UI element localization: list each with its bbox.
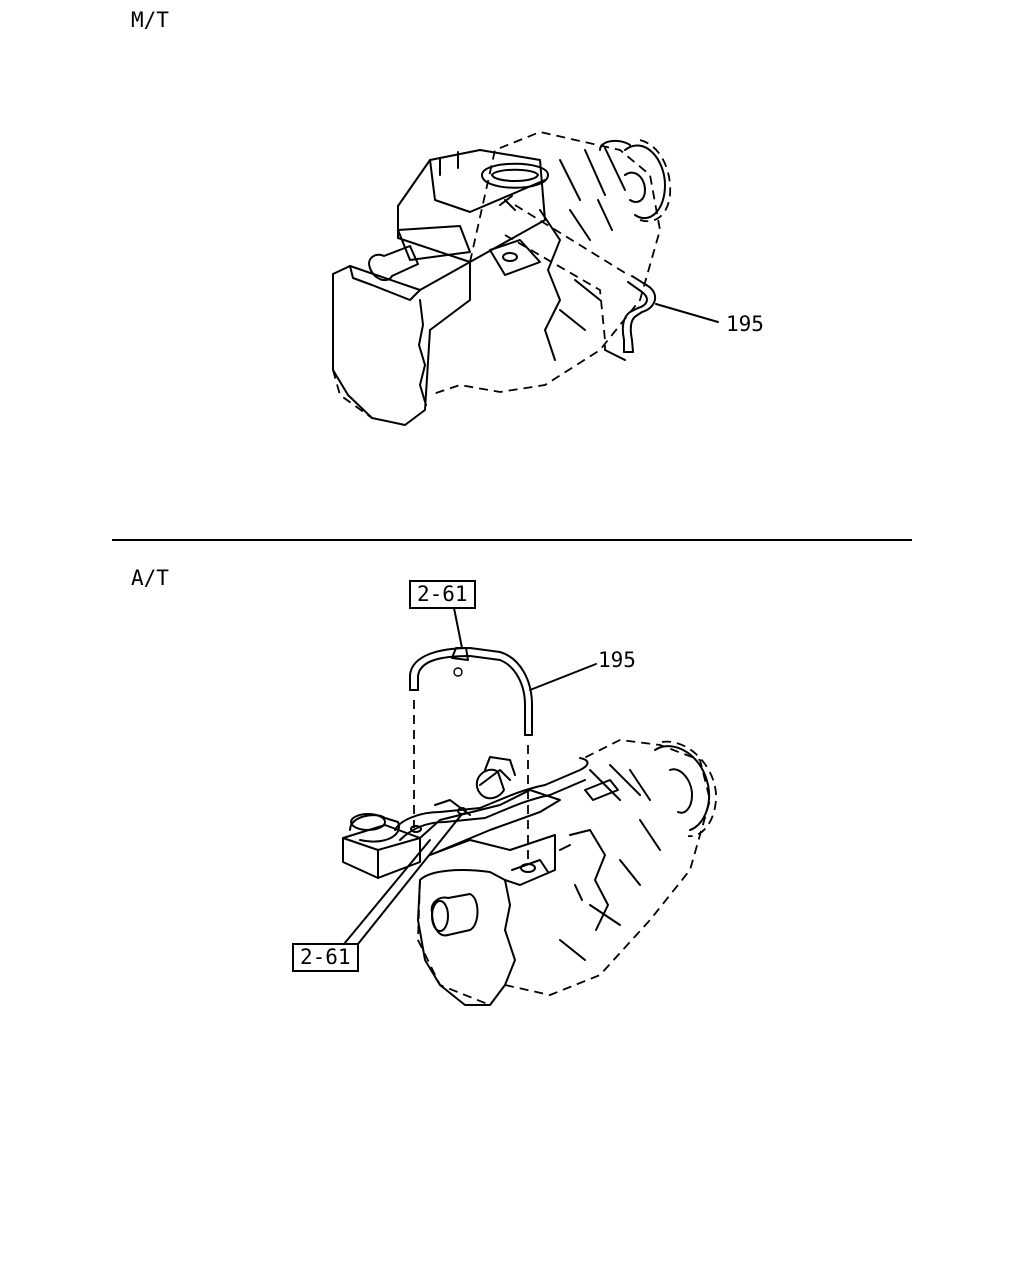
section-title-at: A/T	[131, 566, 169, 590]
mt-hose-195	[504, 204, 719, 361]
at-hose-195	[343, 607, 597, 945]
callout-at-2-61-top: 2-61	[409, 580, 476, 609]
callout-at-195: 195	[598, 648, 636, 672]
mt-transmission-drawing	[332, 131, 672, 426]
section-title-mt: M/T	[131, 8, 169, 32]
callout-at-2-61-bottom: 2-61	[292, 943, 359, 972]
at-transmission-drawing	[342, 739, 717, 1006]
callout-mt-195: 195	[726, 312, 764, 336]
